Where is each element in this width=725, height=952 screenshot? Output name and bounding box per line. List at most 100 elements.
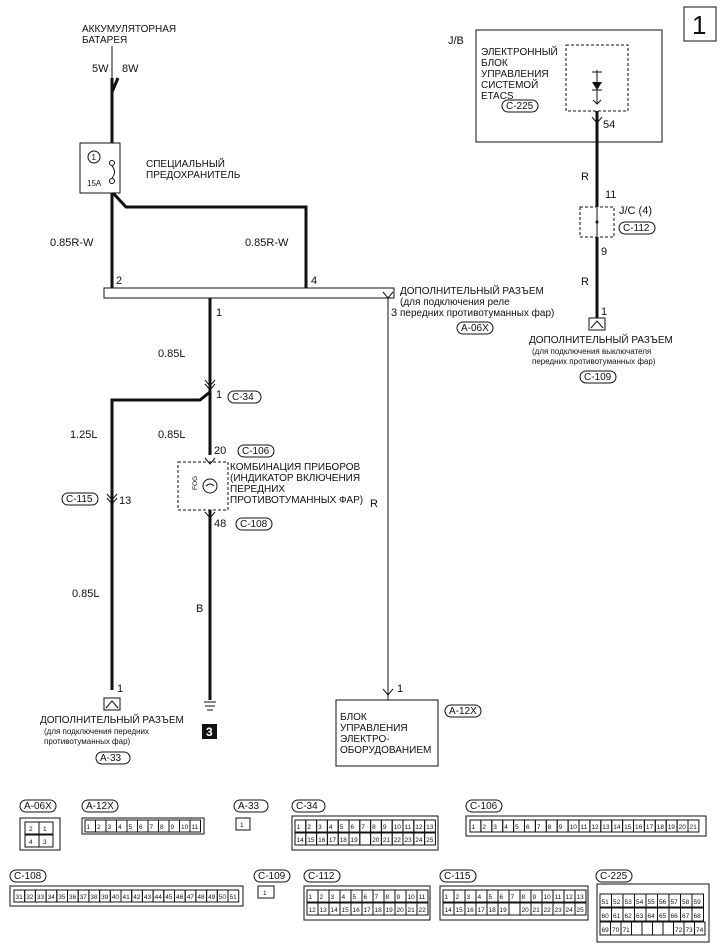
legend-a12x-pin-10: 10 — [181, 824, 189, 831]
legend-c115-pin-6: 6 — [500, 894, 504, 901]
legend-c225-pin-55: 55 — [648, 899, 656, 906]
wire-label-pin1-down: 0.85L — [158, 348, 186, 360]
legend-a12x-pin-3: 3 — [108, 824, 112, 831]
legend-c34-pin-20: 20 — [372, 837, 380, 844]
tag-a12x-box — [444, 704, 482, 718]
joint-connector-line2: (для подключения реле — [400, 297, 510, 308]
wire-5w: 5W — [92, 63, 109, 75]
legend-c225-pin-59: 59 — [694, 899, 702, 906]
legend-c34-pin-9: 9 — [383, 824, 387, 831]
legend-a12x-pin-4: 4 — [118, 824, 122, 831]
legend-c115-pin-17: 17 — [478, 907, 486, 914]
legend-c225-pin-60: 60 — [602, 913, 610, 920]
ground-ref: 3 — [206, 725, 213, 739]
tag-c109: C-109 — [584, 372, 612, 383]
legend-c106-pin-14: 14 — [613, 824, 621, 831]
pin-c106: 20 — [214, 445, 226, 457]
jc4-label: J/C (4) — [619, 205, 652, 217]
legend-c225-pin-cell — [691, 893, 704, 908]
legend-tag-c108-box — [9, 869, 47, 883]
legend-c225-pin-51: 51 — [602, 899, 610, 906]
legend-c34-pin-21: 21 — [383, 837, 391, 844]
legend-c225-pin-61: 61 — [613, 913, 621, 920]
legend-c115-pin-cell — [508, 902, 521, 916]
battery-label-line2: БАТАРЕЯ — [82, 35, 127, 46]
pin-c34: 1 — [216, 389, 222, 401]
pin-a12x: 1 — [397, 683, 403, 695]
pin-3: 3 — [391, 307, 397, 319]
legend-c106-pin-cell — [687, 819, 700, 833]
fuse-number-circle — [87, 150, 101, 164]
legend-a12x-pin-cell — [189, 819, 201, 833]
ecu-line3: ЭЛЕКТРО- — [340, 734, 390, 745]
tag-c108: C-108 — [240, 519, 268, 530]
tag-a06x: A-06X — [461, 323, 489, 334]
pin-etacs: 54 — [603, 119, 615, 131]
legend-c34-pin-1: 1 — [297, 824, 301, 831]
legend-c112-pin-21: 21 — [408, 907, 416, 914]
joint-connector-bar — [103, 287, 395, 299]
page-number: 1 — [692, 10, 706, 40]
legend-c106-pin-16: 16 — [635, 824, 643, 831]
legend-c106-pin-13: 13 — [602, 824, 610, 831]
legend-c225-pin-65: 65 — [659, 913, 667, 920]
legend-c112-pin-19: 19 — [386, 907, 394, 914]
pin-2: 2 — [116, 275, 122, 287]
legend-c34-pin-12: 12 — [415, 824, 423, 831]
legend-c108-pin-35: 35 — [58, 894, 66, 901]
legend-a12x-pin-1: 1 — [87, 824, 91, 831]
battery-label-line1: АККУМУЛЯТОРНАЯ — [82, 24, 176, 35]
tag-a12x: A-12X — [449, 706, 477, 717]
legend-a06x-housing — [19, 817, 61, 851]
legend-c115-pin-23: 23 — [555, 907, 563, 914]
legend-c34-pin-15: 15 — [307, 837, 315, 844]
legend-c225-pin-54: 54 — [636, 899, 644, 906]
tag-c115: C-115 — [66, 494, 93, 505]
cluster-label-line2: (ИНДИКАТОР ВКЛЮЧЕНИЯ — [230, 473, 360, 484]
legend-c115-pin-21: 21 — [533, 907, 541, 914]
legend-tag-c106: C-106 — [470, 801, 498, 812]
legend-c106-pin-15: 15 — [624, 824, 632, 831]
legend-c108-pin-46: 46 — [176, 894, 184, 901]
legend-c115-pin-10: 10 — [544, 894, 552, 901]
legend-c106-pin-3: 3 — [493, 824, 497, 831]
legend-c34-housing — [291, 815, 439, 851]
legend-c112-pin-12: 12 — [309, 907, 317, 914]
legend-a12x-pin-11: 11 — [192, 824, 199, 831]
legend-c106-pin-21: 21 — [690, 824, 698, 831]
legend-a33-housing — [235, 817, 251, 831]
legend-c225-pin-67: 67 — [682, 913, 690, 920]
legend-c112-pin-14: 14 — [331, 907, 339, 914]
legend-c108-pin-37: 37 — [80, 894, 88, 901]
legend-c109-pin-1: 1 — [263, 890, 267, 897]
legend-c34-pin-cell — [424, 832, 436, 846]
tag-c108-box — [235, 517, 273, 531]
legend-tag-c106-box — [465, 799, 503, 813]
legend-a12x-pin-2: 2 — [97, 824, 101, 831]
legend-c112-pin-2: 2 — [320, 894, 324, 901]
tag-c225-box — [501, 99, 539, 113]
legend-c112-pin-13: 13 — [320, 907, 328, 914]
legend-c34-pin-11: 11 — [405, 824, 412, 831]
legend-c106-pin-2: 2 — [482, 824, 486, 831]
pin-4: 4 — [311, 275, 317, 287]
legend-c112-pin-cell — [416, 902, 429, 916]
legend-c225-pin-69: 69 — [602, 927, 610, 934]
legend-c106-pin-12: 12 — [591, 824, 599, 831]
legend-c115-pin-9: 9 — [533, 894, 537, 901]
legend-c34-pin-4: 4 — [329, 824, 333, 831]
wire-label-fuse-left: 0.85R-W — [50, 237, 94, 249]
ecu-line1: БЛОК — [340, 712, 367, 723]
legend-c34-pin-8: 8 — [372, 824, 376, 831]
ground-ref-box — [202, 724, 217, 739]
legend-c115-pin-3: 3 — [467, 894, 471, 901]
legend-a06x-pin-4: 4 — [29, 839, 33, 846]
legend-c225-housing — [596, 883, 710, 943]
tag-a33: A-33 — [100, 753, 122, 764]
legend-c115-pin-13: 13 — [577, 894, 585, 901]
legend-tag-c225: C-225 — [600, 871, 628, 882]
wire-label-ground: B — [196, 603, 203, 615]
legend-c34-pin-10: 10 — [394, 824, 402, 831]
